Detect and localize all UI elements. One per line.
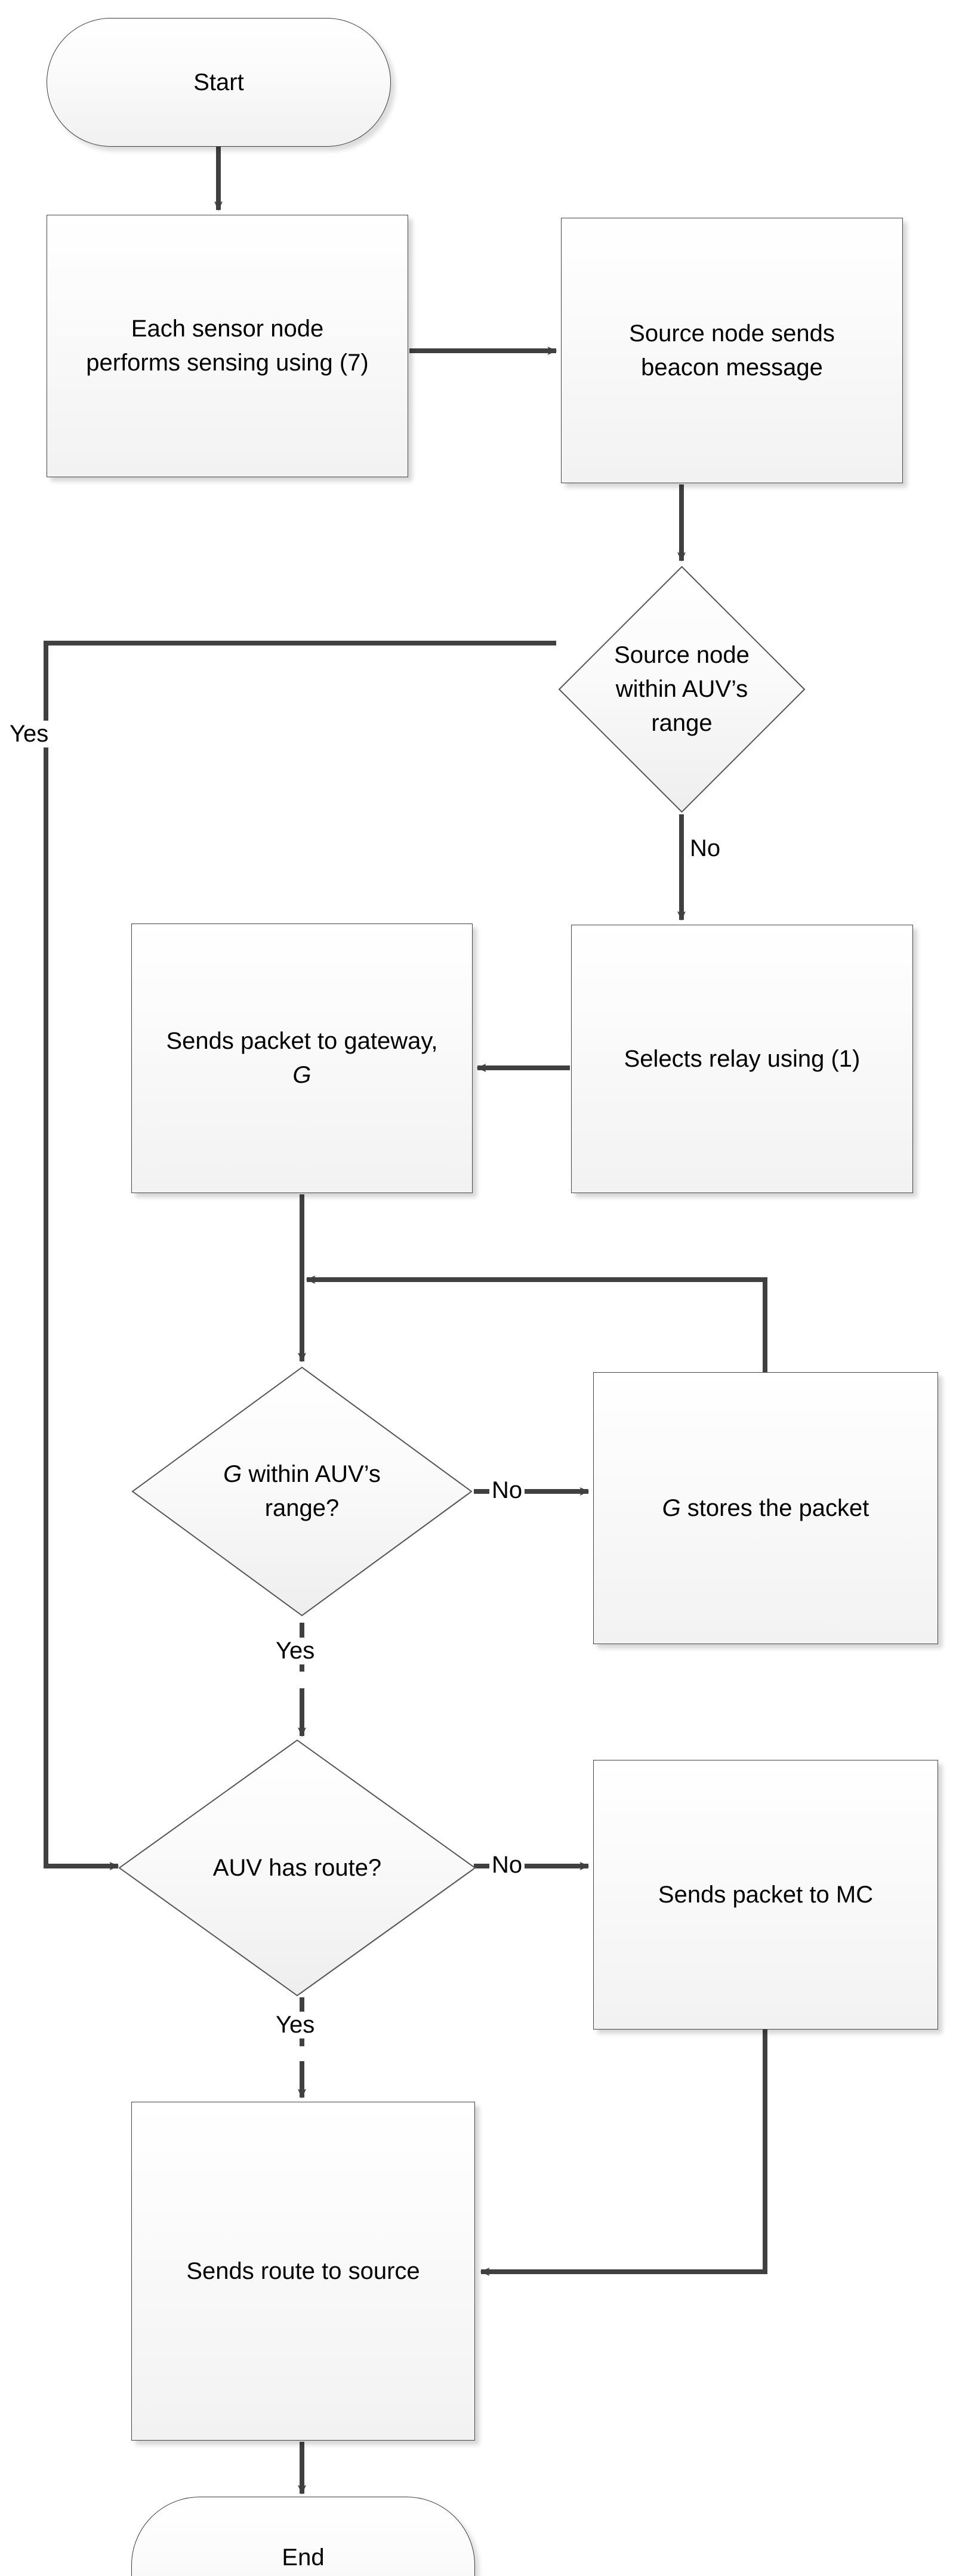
diamond-shape-source-range <box>558 566 806 813</box>
node-g-stores-packet[interactable]: G stores the packet <box>593 1372 938 1644</box>
node-select-relay[interactable]: Selects relay using (1) <box>571 925 913 1193</box>
node-sensing-label: Each sensor node performs sensing using … <box>86 316 369 376</box>
node-end[interactable]: End <box>131 2497 475 2576</box>
edge-srcrange-yes-to-auvroute <box>44 641 556 1870</box>
edge-label-source-no: No <box>687 835 723 862</box>
g-stores-var-G: G <box>662 1494 681 1521</box>
node-select-relay-label: Selects relay using (1) <box>624 1045 861 1072</box>
node-auv-has-route-label: AUV has route? <box>212 1854 382 1881</box>
node-source-within-auv-range-label: Source node within AUV’s range <box>614 642 750 736</box>
node-auv-has-route[interactable]: AUV has route? <box>118 1739 476 1997</box>
edge-label-source-yes: Yes <box>7 721 51 748</box>
g-range-var-G: G <box>223 1461 242 1488</box>
node-beacon[interactable]: Source node sends beacon message <box>561 218 903 483</box>
node-send-packet-mc-label: Sends packet to MC <box>658 1881 874 1908</box>
node-send-packet-gateway-label: Sends packet to gateway, G <box>162 1024 441 1092</box>
node-start[interactable]: Start <box>47 18 391 147</box>
edge-label-auv-route-yes: Yes <box>273 2012 317 2038</box>
node-send-route-source-label: Sends route to source <box>186 2257 420 2284</box>
node-g-within-auv-range-label: G within AUV’s range? <box>131 1366 473 1617</box>
edge-sendmc-to-sendroute <box>480 2030 767 2276</box>
edge-label-g-range-no: No <box>489 1477 525 1504</box>
node-sensing[interactable]: Each sensor node performs sensing using … <box>47 215 408 477</box>
node-end-label: End <box>282 2544 325 2571</box>
node-beacon-label: Source node sends beacon message <box>629 320 835 381</box>
send-gateway-text-2: gateway, <box>344 1028 438 1055</box>
node-g-within-auv-range[interactable]: G within AUV’s range? <box>131 1366 473 1617</box>
send-gateway-text-1: Sends packet to <box>166 1028 344 1055</box>
node-send-packet-gateway[interactable]: Sends packet to gateway, G <box>131 923 473 1193</box>
g-range-text: within AUV’s range? <box>242 1461 381 1521</box>
g-stores-text: stores the packet <box>680 1494 869 1521</box>
node-send-route-source[interactable]: Sends route to source <box>131 2102 475 2441</box>
node-g-stores-packet-label: G stores the packet <box>662 1491 869 1525</box>
node-start-label: Start <box>193 69 244 95</box>
edge-label-g-range-yes: Yes <box>273 1638 317 1664</box>
edge-gstores-loopback <box>306 1275 767 1372</box>
node-source-within-auv-range[interactable]: Source node within AUV’s range <box>558 566 806 813</box>
node-send-packet-mc[interactable]: Sends packet to MC <box>593 1760 938 2030</box>
edge-label-auv-route-no: No <box>489 1852 525 1879</box>
send-gateway-var-G: G <box>292 1062 312 1088</box>
